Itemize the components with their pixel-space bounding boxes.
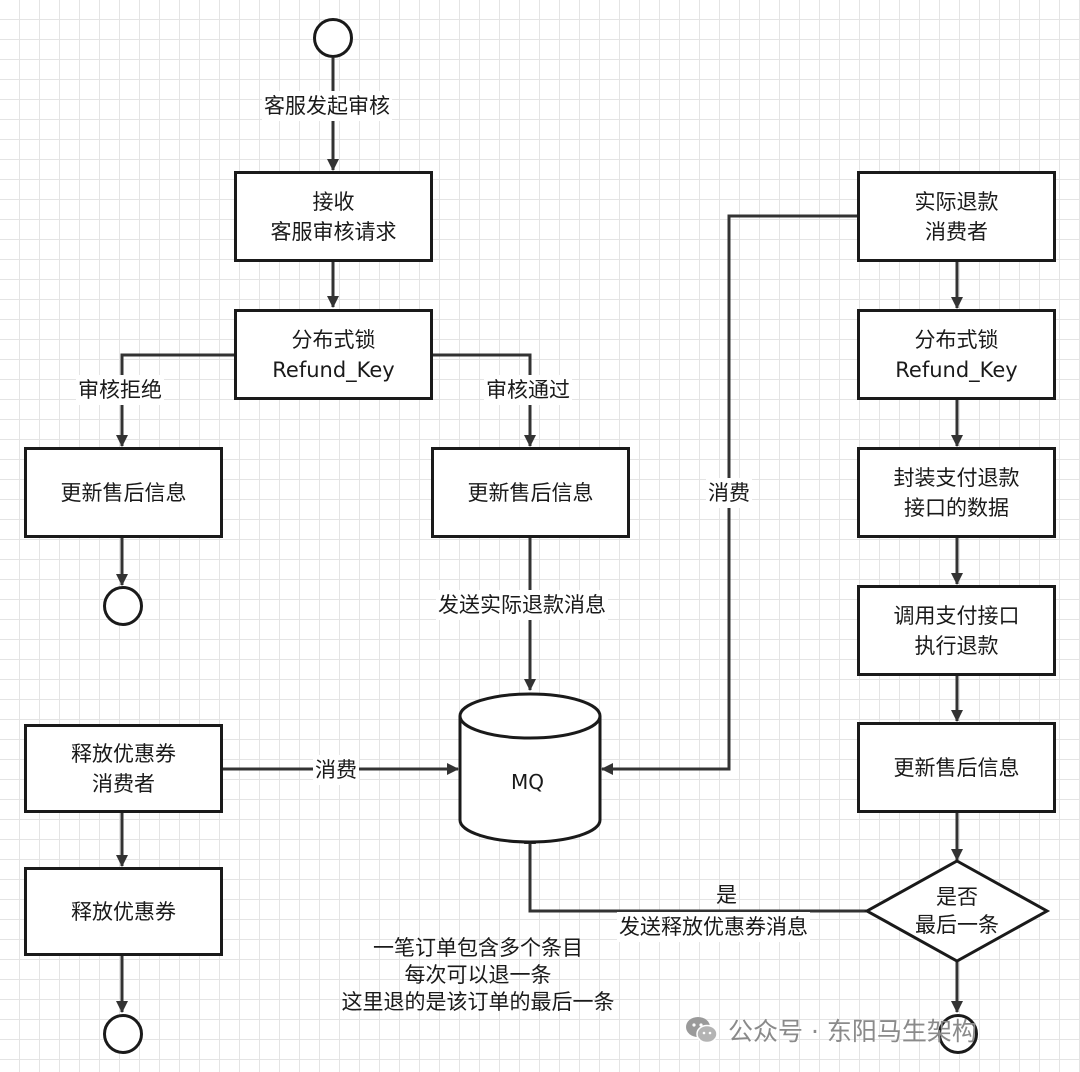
edge-label-yes: 是: [716, 883, 737, 907]
edge-label-start-review: 客服发起审核: [262, 91, 392, 121]
edge-lock-to-approve: [432, 353, 536, 447]
update-after-sale-rejected-box: 更新售后信息: [24, 447, 223, 538]
start-node: [313, 18, 353, 58]
update-after-sale-final-box: 更新售后信息: [857, 722, 1056, 813]
edge-lock-to-reject: [116, 353, 235, 447]
update-after-sale-approved-box: 更新售后信息: [431, 447, 630, 538]
order-item-note: 一笔订单包含多个条目每次可以退一条这里退的是该订单的最后一条: [341, 936, 615, 1014]
edge-label-consume-left: 消费: [313, 755, 359, 785]
receive-review-request-box: 接收客服审核请求: [234, 171, 433, 262]
edge-decision-yes-to-mq: [524, 832, 867, 913]
edge-label-consume-right: 消费: [706, 478, 752, 508]
watermark-text: 公众号 · 东阳马生架构: [728, 1017, 977, 1046]
wechat-icon: [686, 1017, 718, 1044]
edge-label-review-rejected: 审核拒绝: [76, 375, 164, 405]
wrap-payment-data-box: 封装支付退款接口的数据: [857, 447, 1056, 538]
decision-text: 是否最后一条: [915, 885, 999, 937]
end-node-coupon: [103, 1014, 143, 1054]
edge-label-send-coupon-message: 发送释放优惠券消息: [617, 912, 810, 942]
call-payment-api-box: 调用支付接口执行退款: [857, 585, 1056, 676]
edge-label-send-refund-message: 发送实际退款消息: [436, 590, 608, 620]
end-node-refund: [938, 1014, 978, 1054]
refund-consumer-box: 实际退款消费者: [857, 171, 1056, 262]
mq-cylinder: [458, 692, 602, 844]
coupon-release-consumer-box: 释放优惠券消费者: [24, 724, 223, 813]
release-coupon-box: 释放优惠券: [24, 867, 223, 956]
edge-label-review-approved: 审核通过: [484, 375, 572, 405]
watermark: 公众号 · 东阳马生架构: [684, 1012, 977, 1048]
end-node-rejected: [103, 586, 143, 626]
mq-label: MQ: [511, 770, 544, 794]
decision-diamond: [863, 859, 1051, 963]
